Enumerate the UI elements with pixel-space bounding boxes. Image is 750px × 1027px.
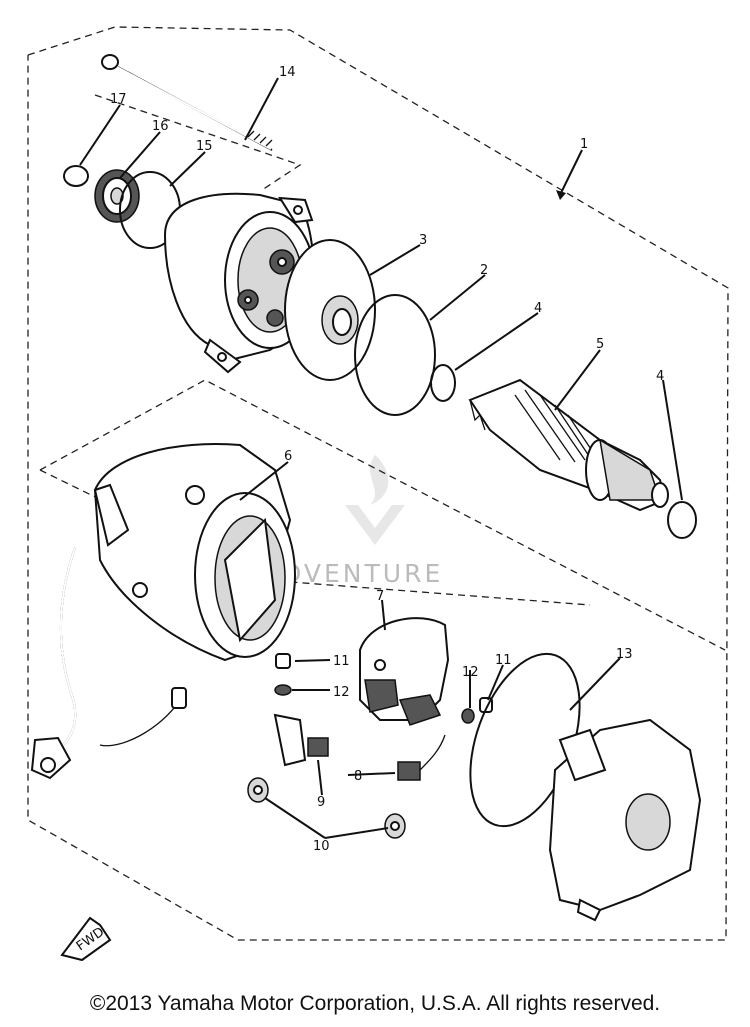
brush-left (273, 713, 329, 767)
callout-7: 7 (376, 589, 384, 604)
callout-2: 2 (480, 263, 488, 278)
callout-17: 17 (110, 92, 127, 107)
callout-6: 6 (284, 449, 292, 464)
leader-lines (79, 77, 683, 839)
washer-rear (667, 501, 697, 539)
callout-3: 3 (419, 233, 427, 248)
callout-15: 15 (196, 139, 213, 154)
front-cover-group-boundary (94, 94, 302, 191)
callout-9: 9 (317, 795, 325, 810)
brush-spring-right (384, 813, 406, 839)
fwd-arrow: FWD (60, 916, 112, 962)
brush-plate (359, 617, 450, 726)
lead-wire (30, 547, 187, 780)
brush-spring-left (247, 777, 269, 803)
callout-11-right: 11 (495, 653, 512, 668)
pinion-gear (94, 169, 140, 223)
bolt-left (274, 653, 292, 696)
circlip (63, 165, 89, 187)
callout-4-front: 4 (534, 301, 542, 316)
callout-4-rear: 4 (656, 369, 664, 384)
callout-5: 5 (596, 337, 604, 352)
callout-8: 8 (354, 769, 362, 784)
callout-12-left: 12 (333, 685, 350, 700)
assembly-boundary-outer (27, 26, 729, 941)
armature-group-boundary (39, 379, 726, 651)
rear-cover (548, 718, 702, 922)
brush-right (397, 734, 446, 781)
callout-16: 16 (152, 119, 169, 134)
callout-numbers: 1 2 3 4 4 5 6 7 8 9 10 11 11 12 12 13 14… (110, 65, 664, 854)
bolt-right (461, 697, 493, 724)
callout-13: 13 (616, 647, 633, 662)
washer-front (430, 364, 456, 402)
callout-1: 1 (580, 137, 588, 152)
o-ring-middle (354, 294, 436, 416)
watermark-logo (345, 455, 405, 545)
gear-plate (284, 239, 376, 381)
callout-14: 14 (279, 65, 296, 80)
yoke-housing (93, 443, 296, 662)
armature (468, 378, 669, 512)
callout-11-left: 11 (333, 654, 350, 669)
callout-10: 10 (313, 839, 330, 854)
callout-12-right: 12 (462, 665, 479, 680)
copyright-notice: ©2013 Yamaha Motor Corporation, U.S.A. A… (89, 992, 661, 1015)
